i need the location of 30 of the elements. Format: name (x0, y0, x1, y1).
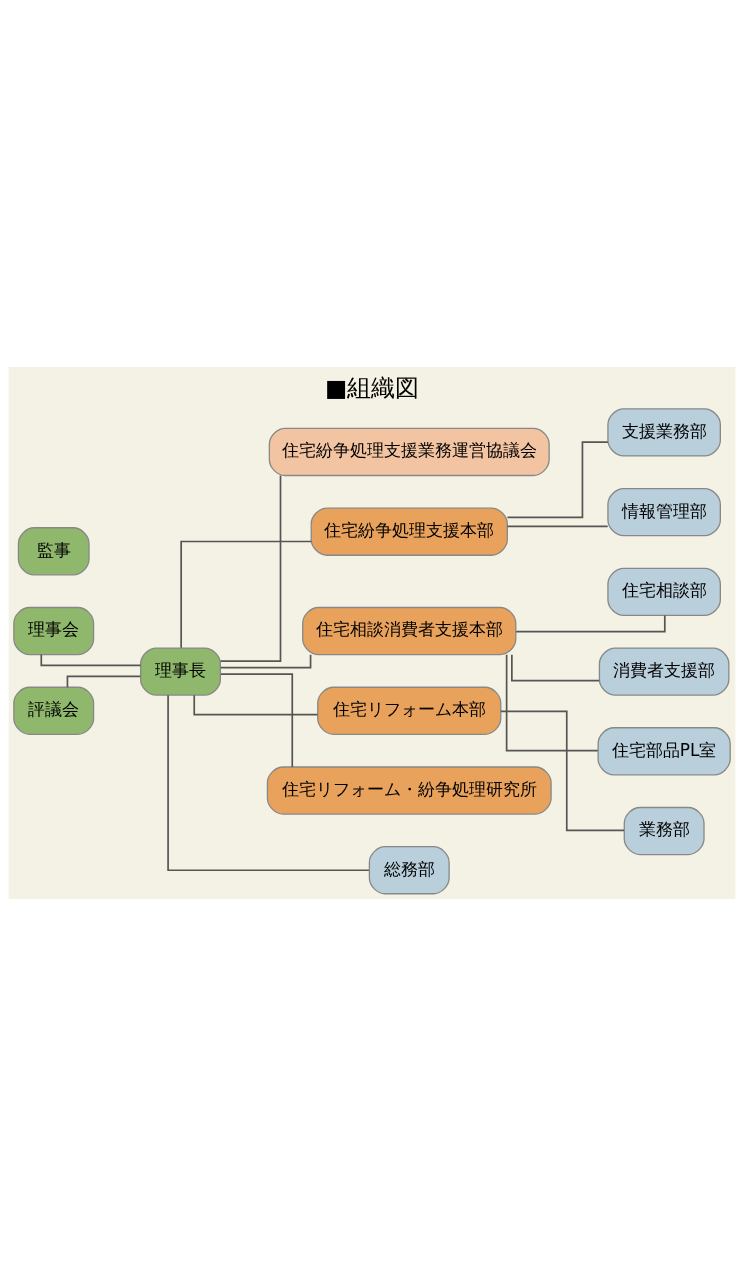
connector (40, 653, 142, 667)
node-box: 総務部 (368, 846, 450, 895)
connector (511, 653, 600, 682)
connector (500, 710, 625, 832)
connector (505, 653, 599, 752)
connector (66, 675, 142, 689)
node-box: 住宅相談部 (607, 567, 721, 616)
node-box: 情報管理部 (607, 487, 721, 537)
connector (220, 673, 294, 768)
node-box: 住宅紛争処理支援本部 (310, 507, 508, 556)
node-box: 住宅相談消費者支援本部 (302, 606, 517, 656)
connector (193, 694, 319, 716)
node-box: 監事 (17, 527, 90, 576)
connector (506, 441, 609, 519)
node-box: 理事長 (140, 647, 222, 696)
node-box: 評議会 (13, 686, 95, 735)
connector (180, 540, 313, 649)
node-box: 住宅リフォーム・紛争処理研究所 (266, 766, 552, 815)
node-box: 業務部 (623, 806, 705, 856)
node-box: 消費者支援部 (598, 647, 730, 696)
node-box: 理事会 (13, 606, 95, 656)
node-box: 住宅部品PL室 (597, 727, 731, 776)
node-box: 住宅リフォーム本部 (317, 686, 502, 735)
connector (506, 525, 609, 528)
connector (219, 654, 312, 669)
connector (167, 694, 370, 872)
node-box: 住宅紛争処理支援業務運営協議会 (268, 427, 550, 477)
connector (219, 474, 282, 662)
node-box: 支援業務部 (607, 408, 721, 457)
diagram-title: ■組織図 (324, 374, 420, 403)
